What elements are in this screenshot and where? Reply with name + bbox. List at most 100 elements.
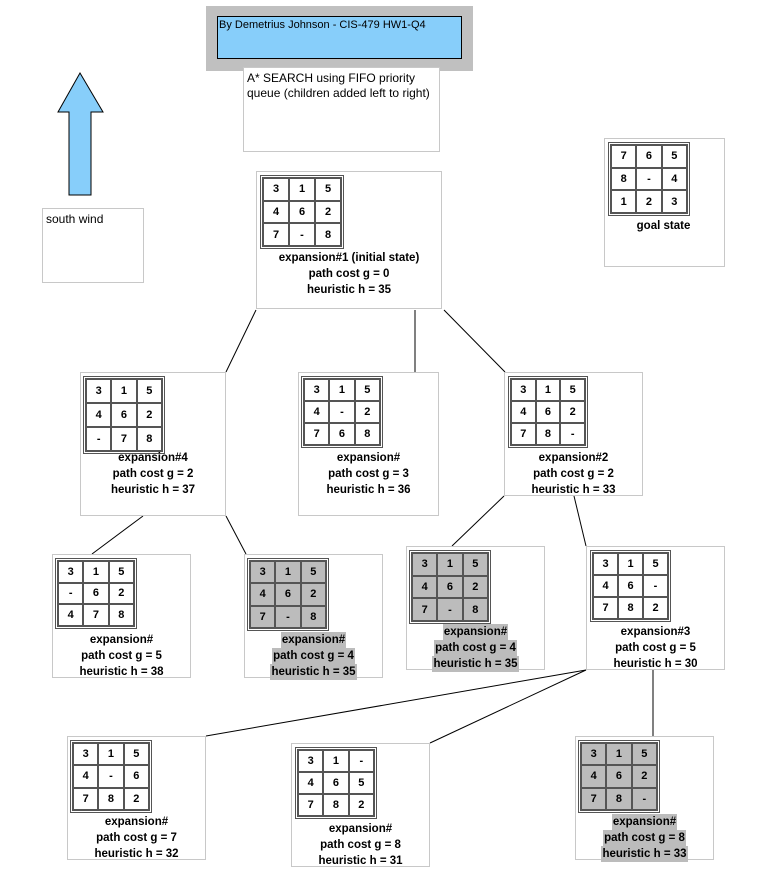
puzzle-cell: 6	[111, 403, 137, 427]
puzzle-cell: 2	[354, 401, 380, 423]
puzzle-cell: 4	[511, 401, 536, 423]
edge-n1-n4	[225, 309, 257, 373]
puzzle-cell: 8	[462, 598, 488, 621]
goal-cell: 2	[636, 190, 662, 213]
puzzle-cell: 1	[289, 178, 315, 201]
puzzle-cell: -	[560, 423, 585, 445]
puzzle-cell: 8	[136, 427, 162, 451]
puzzle-cell: -	[643, 575, 668, 597]
puzzle-cell: 7	[593, 597, 618, 619]
expansion-title: expansion#	[104, 816, 169, 828]
puzzle-cell: 5	[560, 379, 585, 401]
puzzle-cell: 3	[86, 379, 112, 403]
puzzle-cell: 3	[581, 743, 607, 766]
goal-cell: -	[636, 167, 662, 191]
goal-state-label: goal state	[636, 220, 691, 232]
puzzle-cell: 2	[348, 794, 374, 816]
goal-cell: 6	[636, 145, 662, 168]
puzzle-cell: 4	[304, 401, 330, 423]
expansion-title: expansion#	[336, 452, 401, 464]
puzzle-cell: 8	[98, 787, 124, 810]
edge-n3-n3a	[205, 669, 587, 737]
puzzle-cell: 3	[511, 379, 536, 401]
edge-n3-n3b	[429, 669, 587, 744]
puzzle-cell: 4	[58, 604, 84, 626]
heuristic: heuristic h = 33	[601, 846, 688, 862]
puzzle-cell: 4	[250, 583, 276, 606]
expansion-title: expansion#2	[538, 452, 609, 464]
puzzle-cell: 6	[606, 765, 632, 788]
puzzle-cell: 3	[593, 553, 618, 575]
puzzle-cell: 3	[73, 743, 99, 766]
node-caption: expansion# path cost g = 5 heuristic h = 3…	[53, 632, 190, 680]
expansion-title: expansion#	[611, 814, 678, 830]
puzzle-cell: 5	[643, 553, 668, 575]
goal-cell: 3	[661, 190, 687, 213]
heuristic: heuristic h = 31	[318, 855, 403, 867]
expansion-title: expansion#	[89, 634, 154, 646]
puzzle-cell: 1	[437, 553, 463, 576]
heuristic: heuristic h = 38	[79, 666, 164, 678]
puzzle-cell: 5	[631, 743, 657, 766]
heuristic: heuristic h = 35	[306, 284, 392, 296]
puzzle-cell: 5	[462, 553, 488, 576]
puzzle-cell: 7	[581, 787, 607, 810]
puzzle-cell: -	[86, 427, 112, 451]
puzzle-cell: 8	[108, 604, 134, 626]
heuristic: heuristic h = 36	[326, 484, 411, 496]
puzzle-cell: 7	[304, 423, 330, 445]
puzzle-cell: 4	[412, 575, 438, 599]
puzzle-cell: 4	[73, 765, 99, 788]
path-cost: path cost g = 5	[81, 650, 162, 662]
puzzle-cell: 2	[462, 575, 488, 599]
puzzle-cell: 5	[315, 178, 341, 201]
puzzle-cell: -	[348, 750, 374, 772]
goal-cell: 4	[661, 167, 687, 191]
expansion-title: expansion#	[442, 624, 509, 640]
puzzle-cell: 4	[263, 200, 289, 224]
path-cost: path cost g = 4	[272, 648, 355, 664]
puzzle-cell: 3	[250, 561, 276, 584]
puzzle-cell: 1	[606, 743, 632, 766]
goal-cell: 8	[611, 167, 637, 191]
heuristic: heuristic h = 33	[531, 484, 616, 496]
puzzle-cell: 4	[593, 575, 618, 597]
puzzle-cell: 1	[618, 553, 643, 575]
puzzle-cell: 4	[581, 765, 607, 788]
path-cost: path cost g = 0	[308, 268, 390, 280]
description-text: A* SEARCH using FIFO priority queue (chi…	[243, 67, 440, 152]
puzzle-cell: -	[631, 787, 657, 810]
puzzle-cell: 2	[108, 582, 134, 605]
puzzle-cell: 6	[618, 575, 643, 597]
puzzle-cell: 1	[98, 743, 124, 766]
goal-cell: 1	[611, 190, 637, 213]
puzzle-cell: 4	[298, 772, 324, 794]
puzzle-cell: 6	[83, 582, 109, 605]
header-title: By Demetrius Johnson - CIS-479 HW1-Q4	[217, 16, 462, 59]
puzzle-cell: 6	[323, 772, 349, 794]
heuristic: heuristic h = 30	[613, 658, 698, 670]
puzzle-cell: 6	[437, 575, 463, 599]
puzzle-cell: 2	[643, 597, 668, 619]
edge-n4-n4b	[225, 515, 247, 555]
puzzle-cell: 5	[348, 772, 374, 794]
puzzle-cell: 8	[323, 794, 349, 816]
puzzle-cell: -	[98, 765, 124, 788]
puzzle-cell: 7	[83, 604, 109, 626]
puzzle-cell: 8	[535, 423, 561, 445]
puzzle-cell: 7	[111, 427, 137, 451]
puzzle-cell: 6	[329, 423, 355, 445]
